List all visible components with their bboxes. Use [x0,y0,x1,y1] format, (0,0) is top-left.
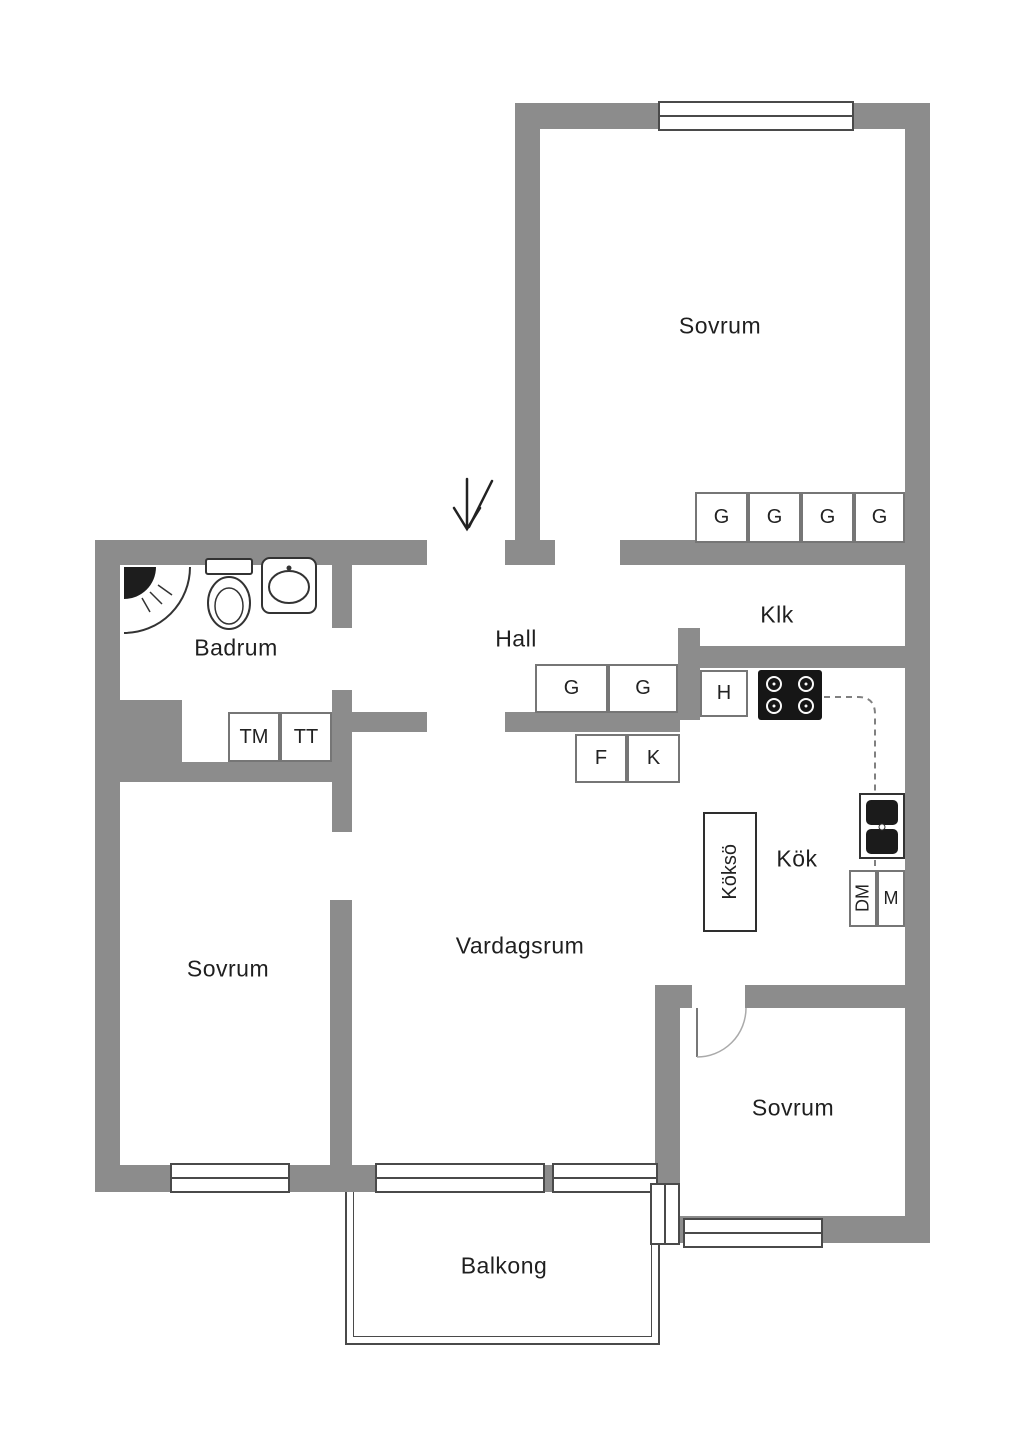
tumble-dryer-box: TT [280,712,332,762]
wall-segment [330,900,352,1170]
window [650,1183,680,1245]
wall-segment [505,540,555,565]
wall-segment [332,565,352,628]
wall-segment [95,540,427,565]
micro-box: M [877,870,905,927]
sink-icon [859,793,905,859]
wardrobe-box: G [801,492,854,543]
window [375,1163,545,1193]
wardrobe-box: G [748,492,801,543]
freezer-box: F [575,734,627,783]
window-line [684,1232,822,1234]
toilet-icon [205,558,253,630]
kitchen-island-label: Köksö [718,844,741,900]
wall-segment [700,646,930,668]
wall-segment [515,103,540,540]
room-label-sovrum-bottom: Sovrum [751,1094,835,1121]
room-label-badrum: Badrum [194,634,278,661]
wardrobe-box: G [695,492,748,543]
room-label-kok: Kök [776,845,818,872]
wall-segment [680,985,692,1008]
wall-segment [332,690,352,832]
room-label-hall: Hall [495,625,537,652]
counter-dashed-line [824,696,876,870]
wall-segment [678,628,700,720]
window-line [171,1177,289,1179]
balcony: Balkong [345,1192,660,1345]
dishwasher-box: DM [849,870,877,927]
window-line [376,1177,544,1179]
wardrobe-box: G [854,492,905,543]
kitchen-island: Köksö [703,812,757,932]
window [170,1163,290,1193]
entrance-arrow-icon [452,477,494,532]
wall-segment [505,712,680,732]
door-swing [696,1007,747,1058]
room-label-sovrum-top: Sovrum [678,312,762,339]
cabinet-box: H [700,670,748,717]
shower-icon [123,566,191,634]
wardrobe-box: G [608,664,678,713]
balcony-railing [353,1192,652,1337]
washbasin-icon [261,557,317,614]
wall-segment [352,712,427,732]
wall-segment [905,103,930,1243]
fridge-box: K [627,734,680,783]
room-label-klk: Klk [760,601,794,628]
wall-segment [620,540,930,565]
wall-segment [745,985,930,1008]
window-line [664,1184,666,1244]
wardrobe-box: G [535,664,608,713]
window-line [659,115,853,117]
wall-segment [120,762,352,782]
room-label-balkong: Balkong [460,1252,548,1279]
window-line [553,1177,657,1179]
balcony-door-window [552,1163,658,1193]
room-label-sovrum-left: Sovrum [186,955,270,982]
window [658,101,854,131]
washing-machine-box: TM [228,712,280,762]
room-label-vardagsrum: Vardagsrum [455,932,585,959]
window [683,1218,823,1248]
wall-segment [95,540,120,1192]
stove-icon [758,670,822,720]
wall-segment [120,700,182,765]
